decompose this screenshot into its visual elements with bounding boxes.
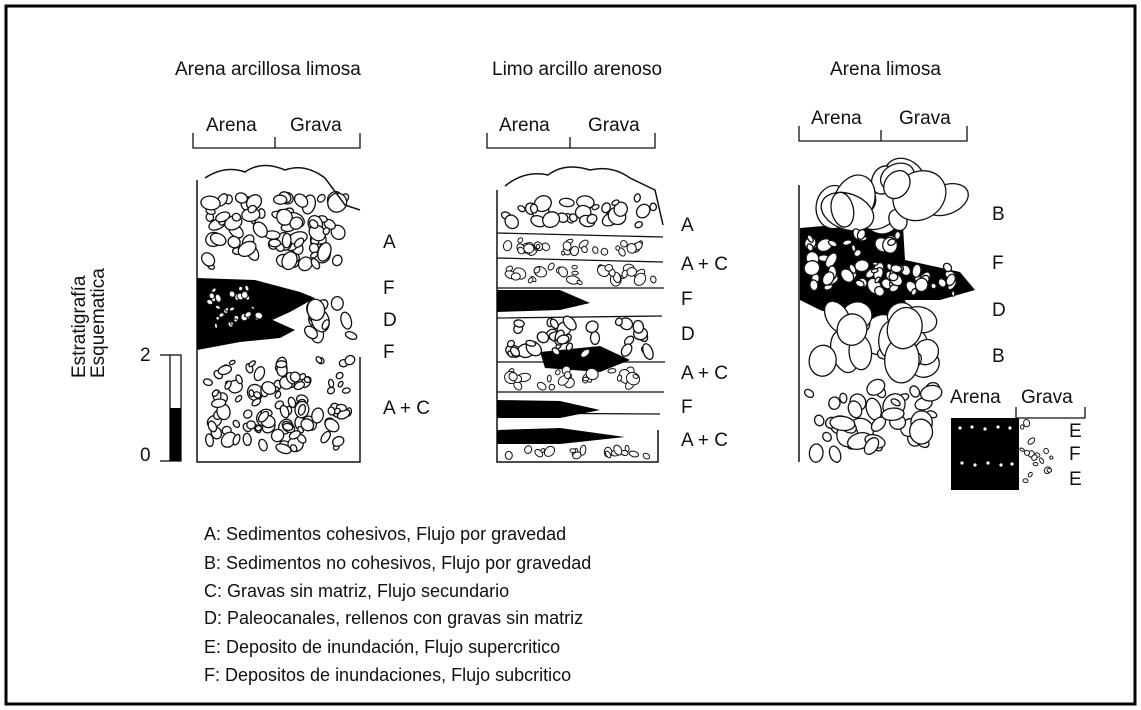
unit-label: F [681, 397, 693, 418]
pebble [633, 320, 644, 334]
unit-label: A + C [681, 430, 728, 451]
pebble [1023, 479, 1028, 483]
header-arena: Arena [206, 115, 257, 136]
pebble [570, 449, 576, 453]
unit-label: B [992, 346, 1005, 367]
scale-bottom-value: 0 [140, 445, 151, 466]
pebble [331, 297, 343, 311]
inset-header-grava: Grava [1021, 387, 1073, 408]
unit-label: A + C [681, 363, 728, 384]
legend-item: D: Paleocanales, rellenos con gravas sin… [204, 608, 583, 628]
pebble [233, 318, 237, 322]
unit-label: D [383, 310, 397, 331]
scale-bar-fill [170, 408, 181, 461]
pebble [282, 233, 291, 248]
pebble [889, 273, 898, 281]
legend-item: A: Sedimentos cohesivos, Flujo por grave… [204, 524, 566, 544]
legend-item: E: Deposito de inundación, Flujo supercr… [204, 637, 560, 657]
inset-unit-label: F [1069, 444, 1081, 465]
unit-label: F [992, 253, 1004, 274]
pebble [1033, 462, 1038, 466]
pebble [247, 421, 256, 429]
pebble [894, 231, 901, 240]
pebble [241, 291, 248, 298]
legend-item: C: Gravas sin matriz, Flujo secundario [204, 581, 509, 601]
inset-header-arena: Arena [950, 387, 1001, 408]
pebble [872, 262, 877, 265]
header-arena: Arena [811, 108, 862, 129]
pebble [605, 264, 613, 271]
pebble [238, 286, 243, 291]
pebble [249, 389, 255, 397]
header-grava: Grava [290, 115, 342, 136]
unit-label: D [992, 300, 1006, 321]
unit-label: F [681, 289, 693, 310]
axis-label-line2: Esquematica [88, 268, 109, 378]
column-title: Arena arcillosa limosa [175, 59, 361, 80]
pebble [564, 371, 571, 378]
inset-unit-label: E [1069, 421, 1082, 442]
axis-label-line1: Estratigrafía [69, 275, 90, 378]
pebble [561, 251, 564, 255]
pebble [1043, 448, 1049, 454]
pebble [269, 239, 281, 247]
unit-label: D [681, 324, 695, 345]
pebble [511, 273, 520, 281]
legend-item: B: Sedimentos no cohesivos, Flujo por gr… [204, 553, 591, 573]
header-grava: Grava [899, 108, 951, 129]
pebble [276, 361, 287, 368]
inset-unit-label: E [1069, 469, 1082, 490]
pebble [524, 244, 535, 253]
column-title: Limo arcillo arenoso [492, 59, 662, 80]
pebble [230, 322, 234, 326]
pebble [214, 323, 218, 328]
unit-label: A + C [383, 398, 430, 419]
unit-label: A [681, 215, 694, 236]
legend-item: F: Depositos de inundaciones, Flujo subc… [204, 665, 571, 685]
pebble [891, 264, 902, 273]
pebble [809, 444, 824, 463]
header-arena: Arena [499, 115, 550, 136]
pebble [601, 248, 608, 255]
pebble [608, 368, 616, 373]
unit-label: F [383, 278, 395, 299]
header-grava: Grava [588, 115, 640, 136]
unit-label: A [383, 232, 396, 253]
pebble [572, 271, 579, 275]
pebble [255, 425, 262, 431]
pebble [952, 291, 955, 296]
pebble [536, 244, 540, 249]
scale-top-value: 2 [140, 345, 151, 366]
pebble [273, 195, 287, 205]
pebble [1047, 468, 1052, 472]
pebble [616, 246, 620, 251]
unit-label: F [383, 342, 395, 363]
pebble [590, 332, 599, 345]
pebble [505, 451, 513, 460]
column-title: Arena limosa [830, 59, 941, 80]
unit-label: A + C [681, 254, 728, 275]
pebble [650, 203, 657, 211]
unit-label: B [992, 204, 1005, 225]
pebble [547, 375, 551, 382]
pebble [1020, 425, 1024, 429]
pebble [572, 265, 578, 269]
